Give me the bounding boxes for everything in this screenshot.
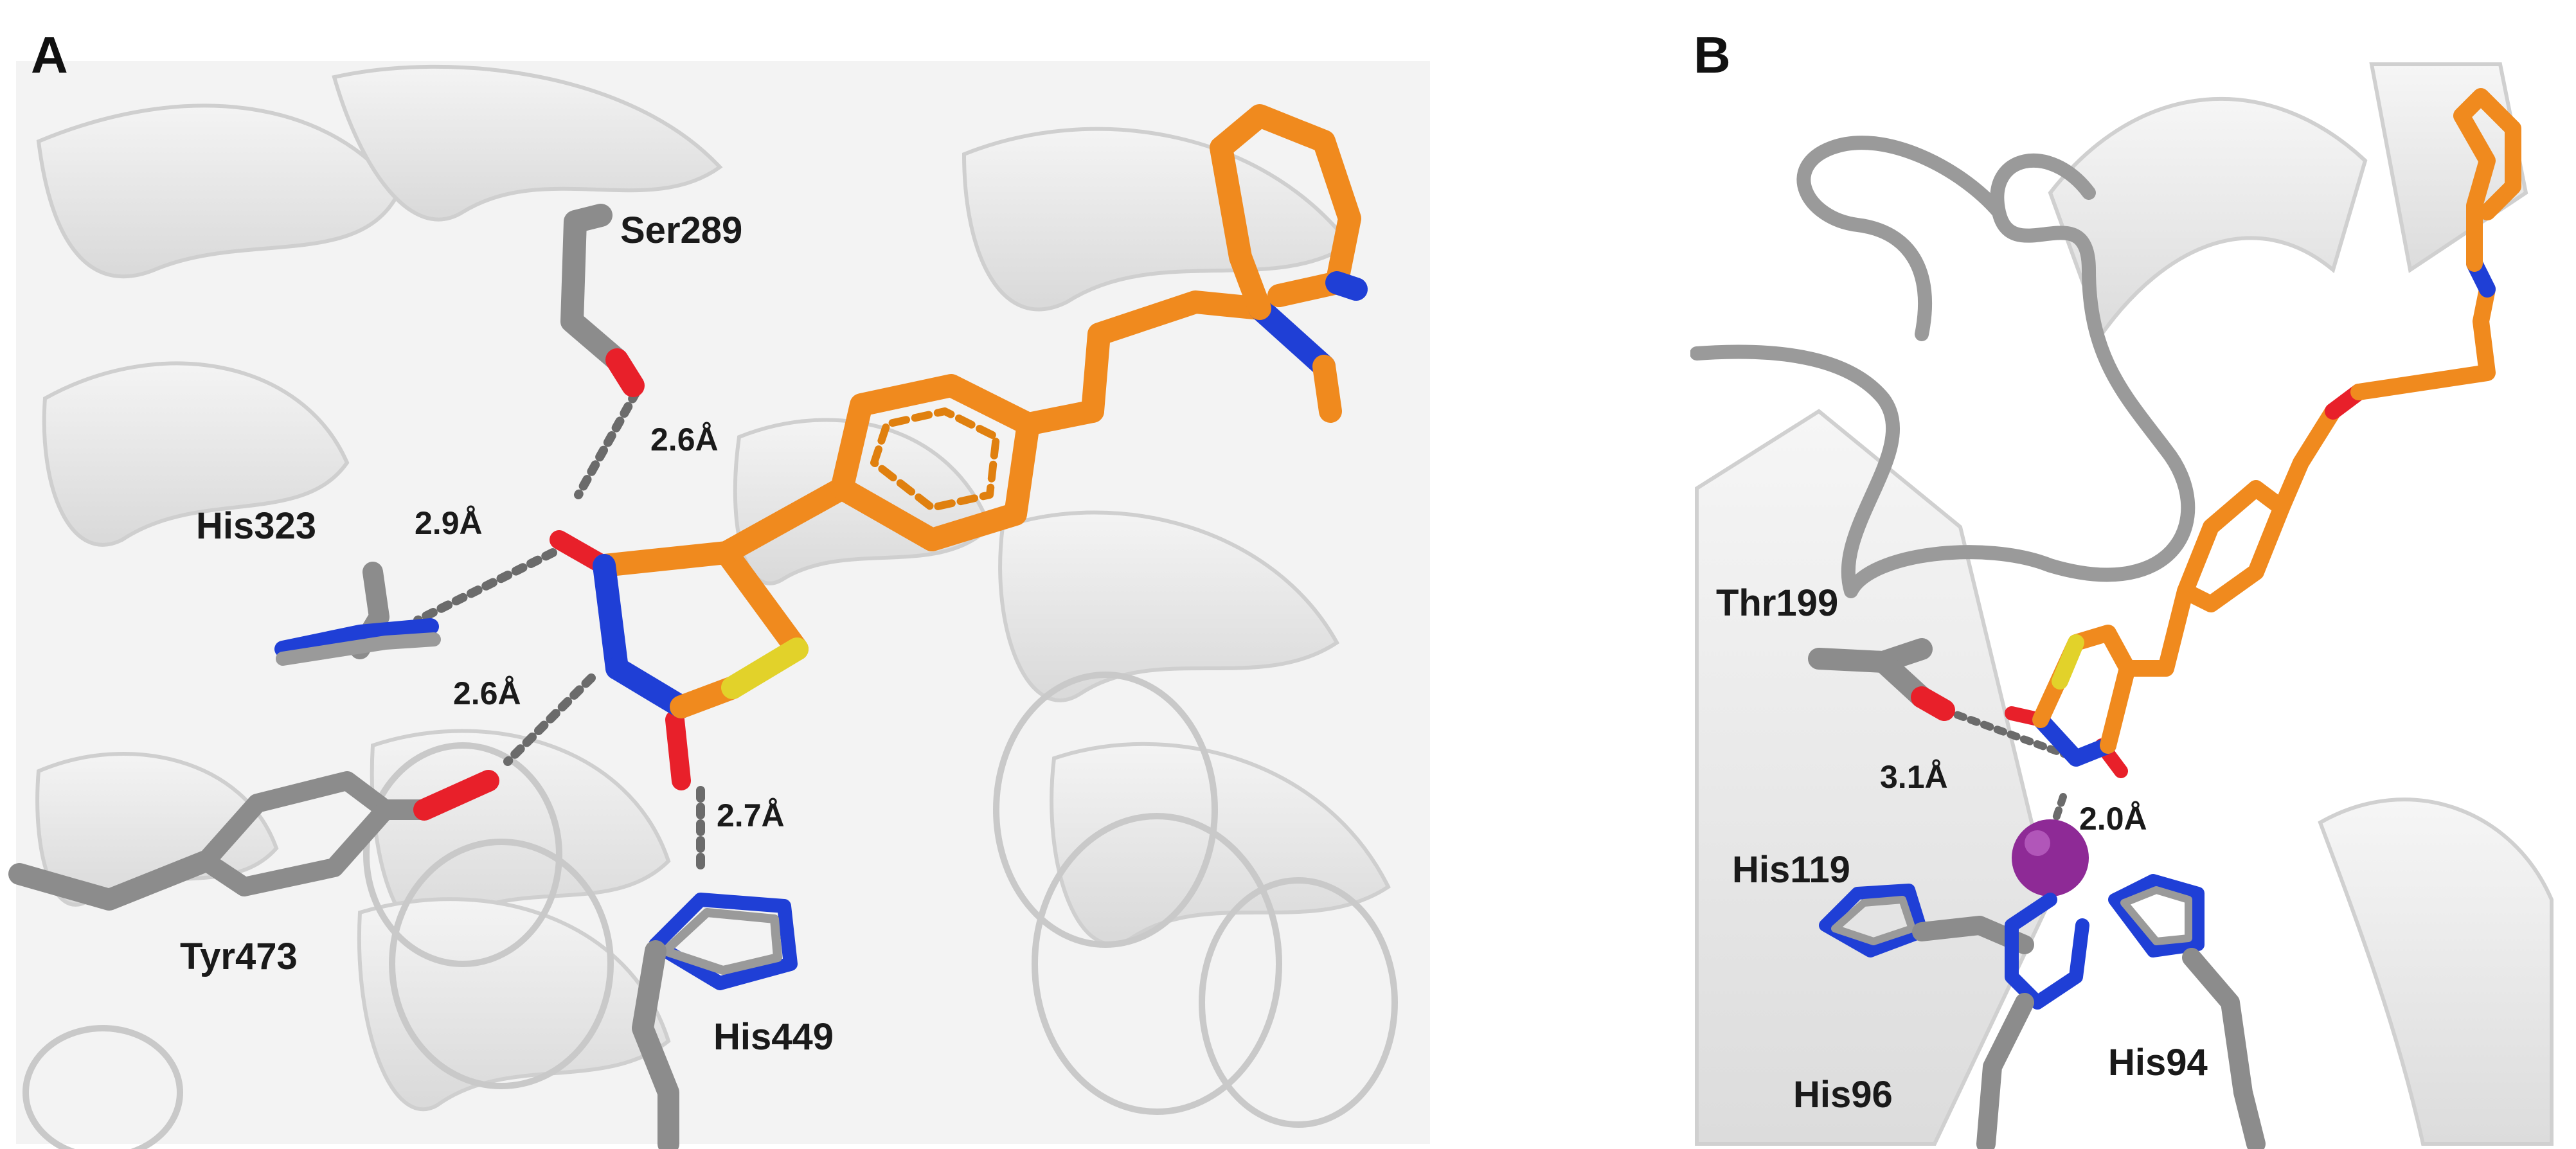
label-his449: His449 — [713, 1016, 834, 1058]
label-ser289: Ser289 — [620, 209, 743, 251]
panel-b-letter: B — [1694, 26, 1731, 84]
thr199-sticks — [1808, 638, 1955, 721]
ser289-sticks — [560, 204, 645, 397]
his96-sticks — [1976, 893, 2089, 1149]
his323-sticks — [274, 562, 441, 666]
distance-zinc: 2.0Å — [2079, 801, 2147, 837]
label-thr199: Thr199 — [1716, 582, 1839, 624]
his449-sticks — [632, 893, 798, 1149]
distance-his449: 2.7Å — [717, 797, 785, 833]
ligand-sticks — [550, 104, 1368, 790]
panel-a: A Ser289 2.6Å His323 2.9Å 2.6Å 2.7Å Tyr4… — [8, 26, 1430, 1149]
distance-ser289: 2.6Å — [650, 422, 719, 458]
protein-ribbons — [35, 64, 1391, 1112]
protein-ribbons — [1695, 62, 2554, 1146]
label-his323: His323 — [196, 505, 317, 547]
hbond-dashes — [413, 387, 705, 878]
backbone-loop — [1690, 136, 2196, 598]
zinc-highlight — [2025, 830, 2050, 856]
panel-b-structure — [1690, 61, 2558, 1149]
panel-a-structure — [8, 61, 1430, 1149]
panel-a-letter: A — [31, 26, 68, 84]
ribbon-coils — [22, 672, 1398, 1149]
tyr473-sticks — [8, 770, 499, 911]
label-his94: His94 — [2108, 1042, 2208, 1083]
panel-b: B Thr199 3.1Å 2.0Å His119 His96 His94 — [1690, 0, 2576, 1149]
distance-his323: 2.9Å — [415, 505, 483, 541]
distance-tyr473: 2.6Å — [453, 675, 521, 711]
zinc-ion — [2012, 819, 2089, 896]
distance-thr199: 3.1Å — [1880, 759, 1948, 795]
label-his96: His96 — [1793, 1074, 1893, 1116]
label-his119: His119 — [1732, 849, 1850, 891]
his94-sticks — [2108, 874, 2266, 1149]
label-tyr473: Tyr473 — [180, 936, 298, 977]
ligand-sticks — [2005, 88, 2521, 778]
